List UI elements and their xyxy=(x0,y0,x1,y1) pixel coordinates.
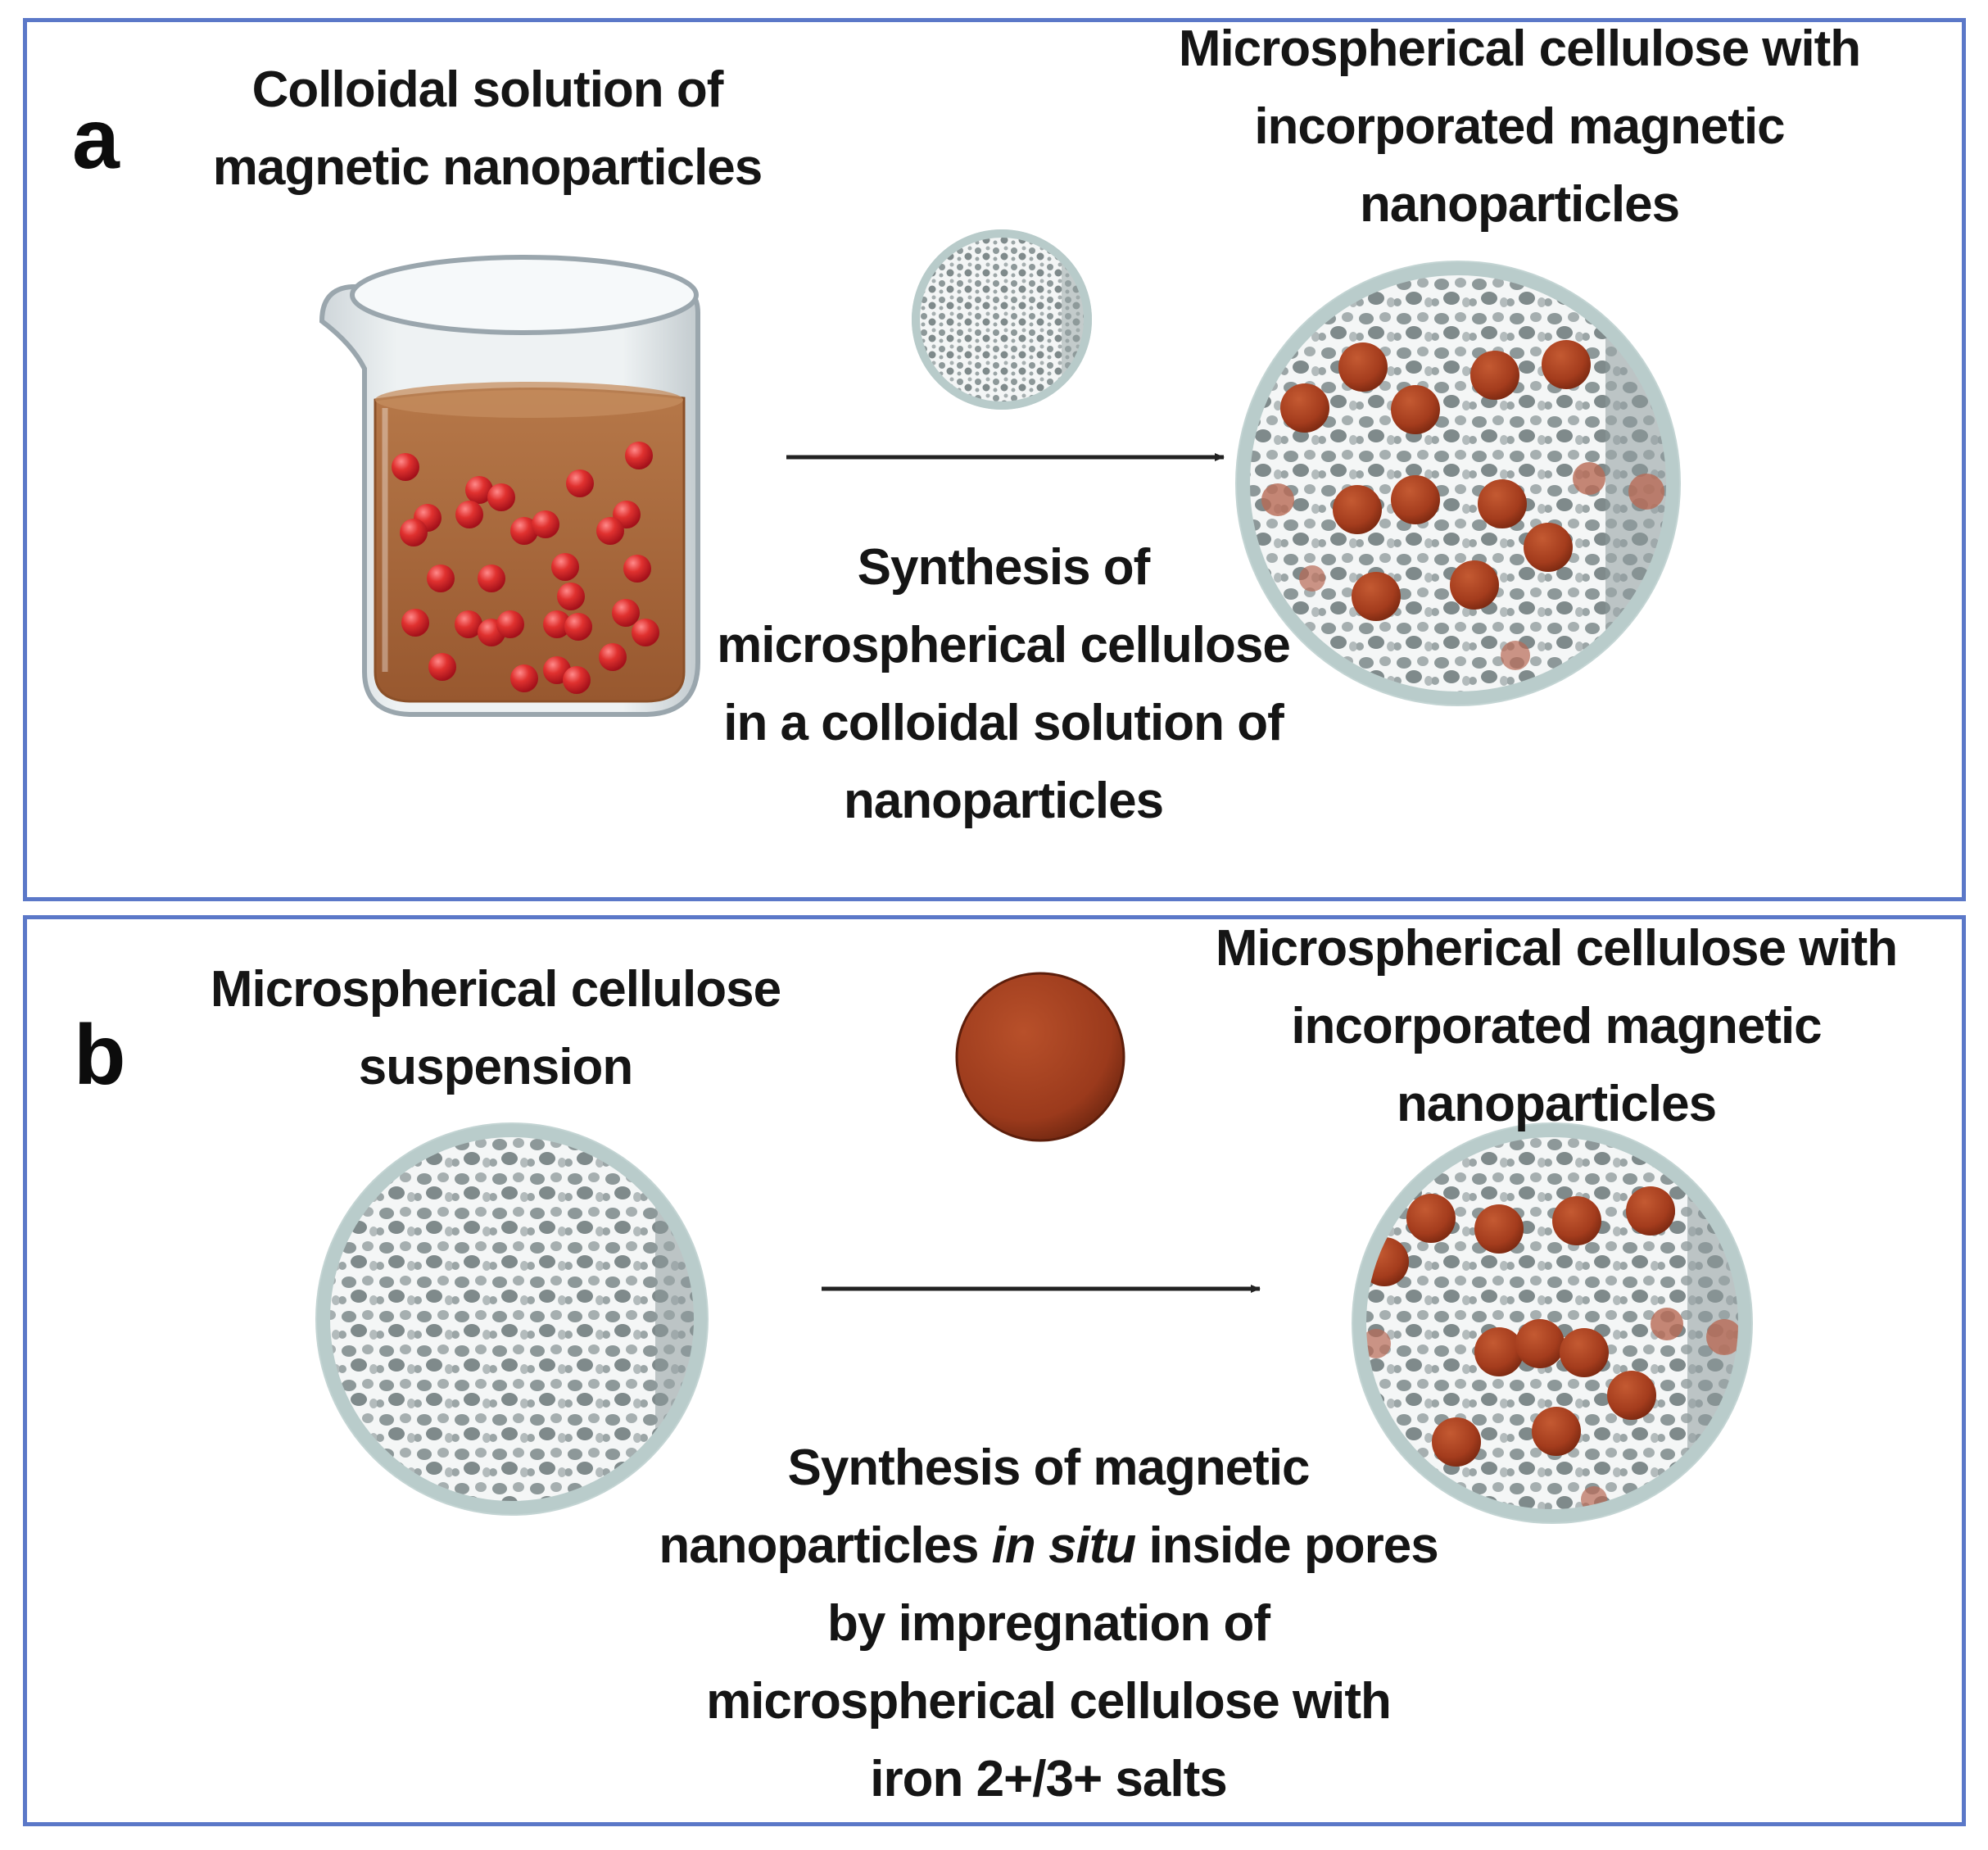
panel-b-label: b xyxy=(74,1008,126,1103)
colloidal-solution-caption: Colloidal solution of magnetic nanoparti… xyxy=(212,61,763,196)
result-caption-b: Microspherical cellulose with incorporat… xyxy=(1215,920,1898,1132)
result-caption-a: Microspherical cellulose with incorporat… xyxy=(1178,20,1861,233)
panel-a-label: a xyxy=(72,92,120,187)
process-caption-a: Synthesis of microspherical cellulose in… xyxy=(717,539,1291,829)
process-caption-b: Synthesis of magnetic nanoparticles in s… xyxy=(659,1440,1438,1807)
suspension-caption: Microspherical cellulose suspension xyxy=(210,961,781,1095)
